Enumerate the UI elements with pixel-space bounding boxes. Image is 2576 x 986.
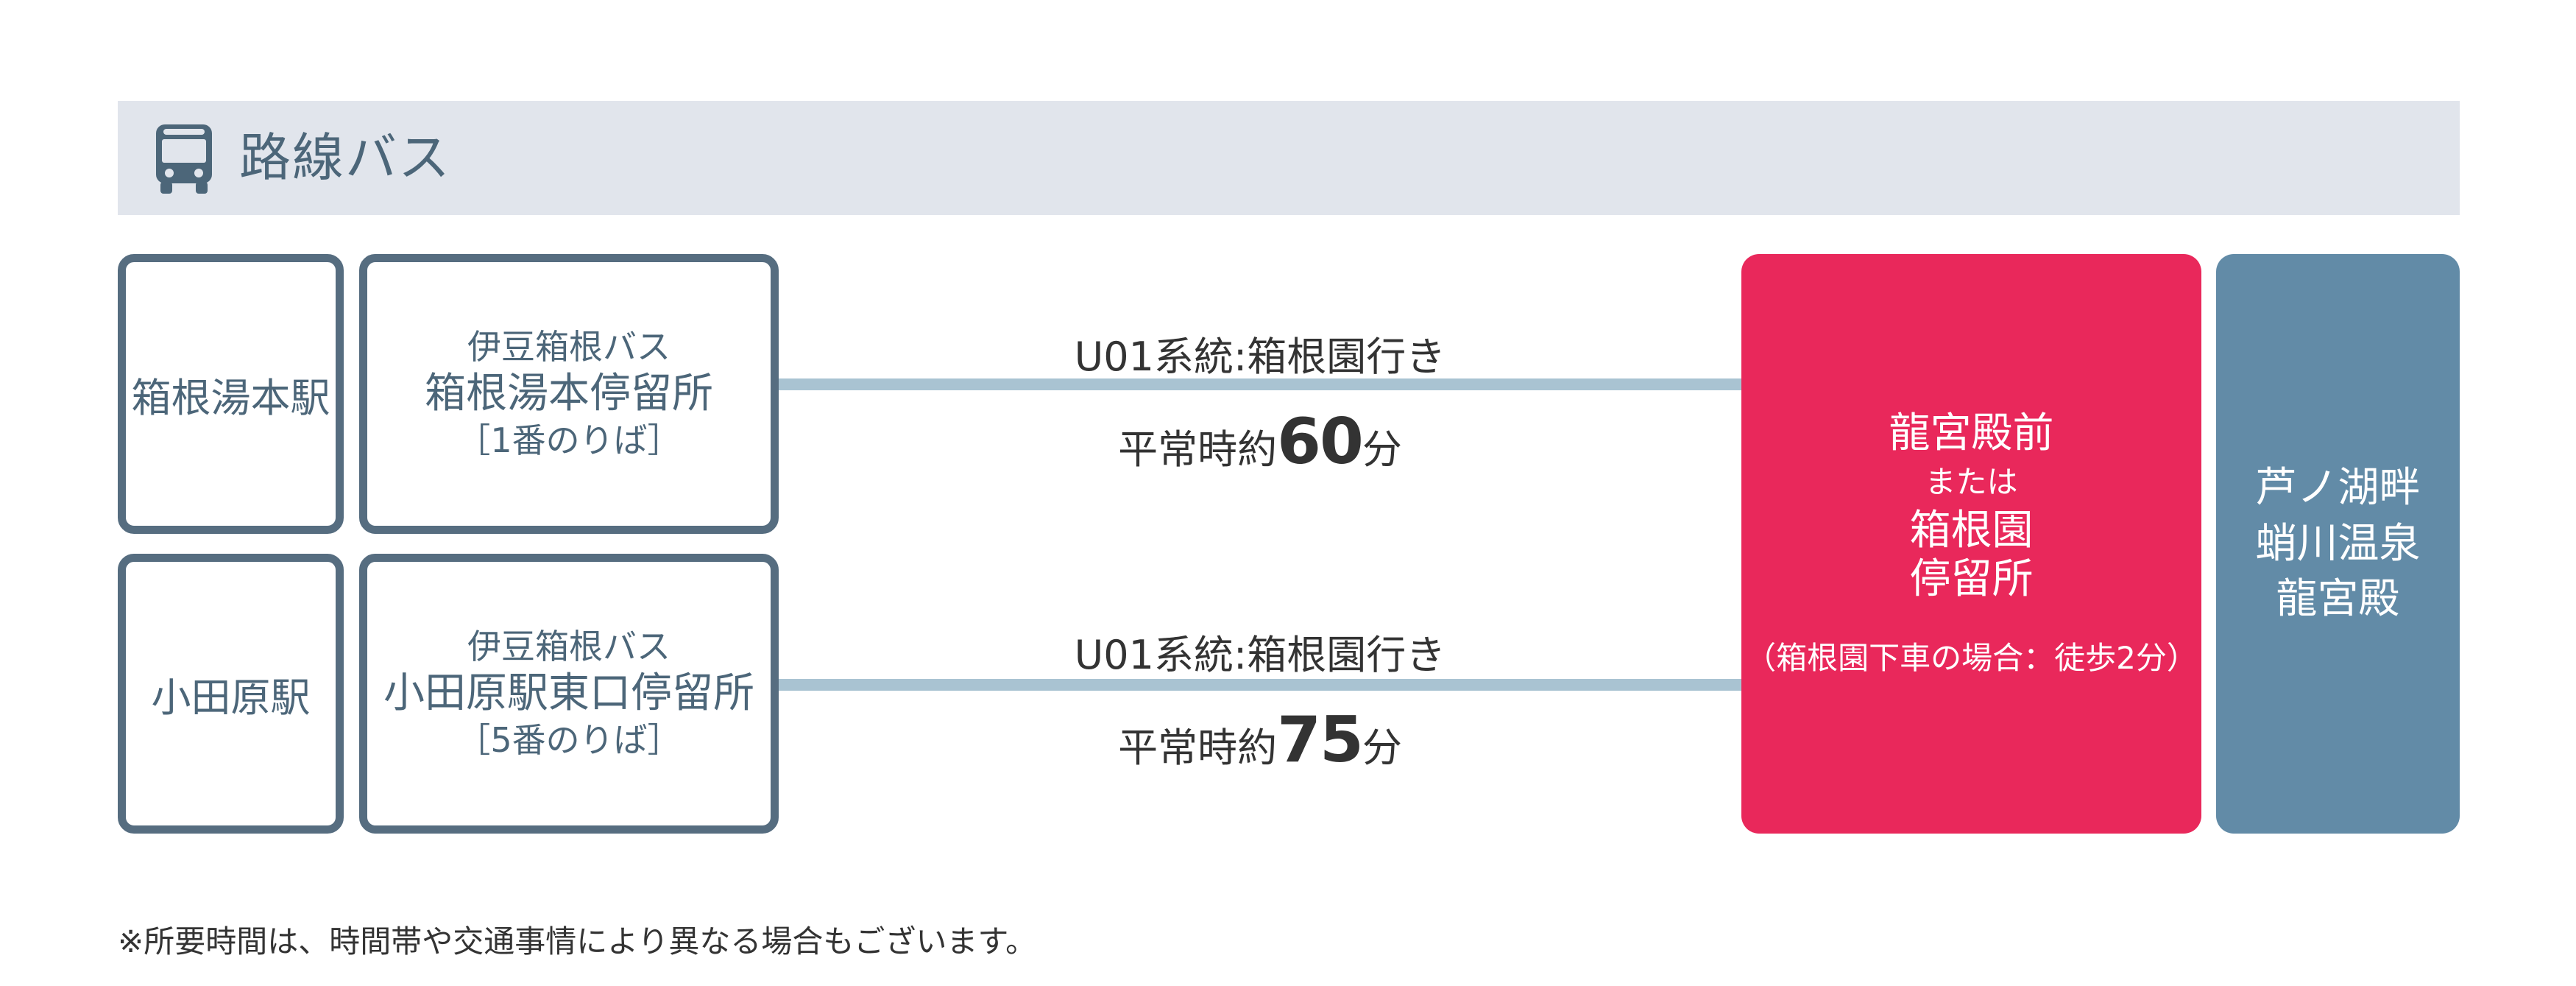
bus-stop-name: 小田原駅東口停留所 (383, 669, 754, 717)
bus-stop-name: 箱根湯本停留所 (425, 370, 713, 418)
destination-or: または (1925, 463, 2018, 500)
time-unit: 分 (1362, 426, 1402, 473)
station-name: 小田原駅 (151, 674, 311, 721)
bus-stop-box-2: 伊豆箱根バス 小田原駅東口停留所 ［5番のりば］ (359, 554, 779, 834)
station-box-2: 小田原駅 (118, 554, 344, 834)
platform-number: ［1番のりば］ (456, 420, 682, 460)
bus-stop-box-1: 伊豆箱根バス 箱根湯本停留所 ［1番のりば］ (359, 254, 779, 534)
place-line-1: 芦ノ湖畔 (2255, 464, 2421, 513)
travel-time-1: 平常時約60分 (779, 405, 1741, 479)
destination-stop-1: 龍宮殿前 (1889, 409, 2054, 457)
bus-icon (156, 124, 212, 194)
destination-stop-2: 箱根園 (1909, 507, 2034, 555)
footnote: ※所要時間は、時間帯や交通事情により異なる場合もございます。 (118, 923, 1037, 959)
route-line-2 (779, 679, 1741, 691)
route-label-2: U01系統:箱根園行き (1074, 632, 1446, 678)
destination-walk-note: （箱根園下車の場合：徒歩2分） (1745, 640, 2198, 677)
route-line-1 (779, 378, 1741, 390)
place-line-2: 蛸川温泉 (2255, 519, 2421, 568)
time-value: 60 (1277, 405, 1364, 479)
travel-time-2: 平常時約75分 (779, 703, 1741, 777)
section-header: 路線バス (118, 101, 2460, 215)
bus-operator: 伊豆箱根バス (467, 326, 670, 367)
platform-number: ［5番のりば］ (456, 720, 682, 760)
route-label-1: U01系統:箱根園行き (1074, 334, 1446, 380)
bus-operator: 伊豆箱根バス (467, 626, 670, 666)
time-unit: 分 (1362, 725, 1402, 771)
destination-box: 龍宮殿前 または 箱根園 停留所 （箱根園下車の場合：徒歩2分） (1741, 254, 2201, 834)
header-title: 路線バス (239, 127, 451, 188)
time-prefix: 平常時約 (1118, 426, 1278, 473)
station-name: 箱根湯本駅 (131, 374, 330, 421)
place-line-3: 龍宮殿 (2276, 575, 2400, 624)
time-prefix: 平常時約 (1118, 725, 1278, 771)
place-box: 芦ノ湖畔 蛸川温泉 龍宮殿 (2216, 254, 2460, 834)
station-box-1: 箱根湯本駅 (118, 254, 344, 534)
destination-stop-suffix: 停留所 (1909, 555, 2034, 604)
time-value: 75 (1277, 703, 1364, 777)
